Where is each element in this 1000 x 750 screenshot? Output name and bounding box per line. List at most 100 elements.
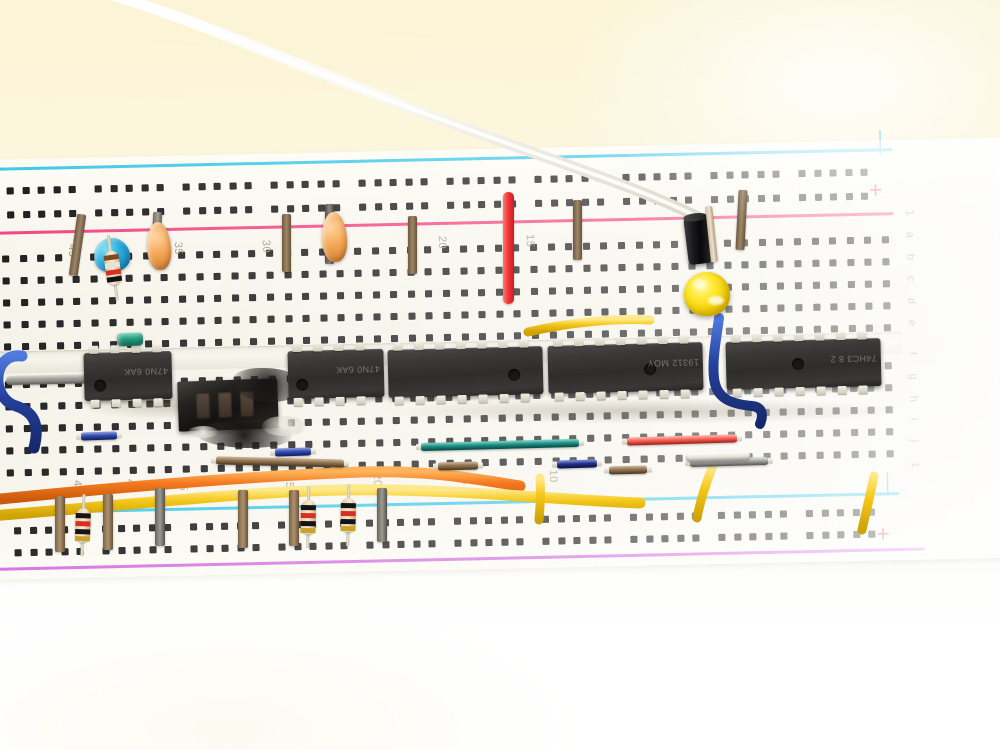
power-rail-hole[interactable]	[198, 207, 206, 215]
power-rail-hole[interactable]	[853, 530, 861, 539]
breadboard-hole[interactable]	[868, 428, 876, 436]
breadboard-hole[interactable]	[743, 327, 751, 335]
ic-dip16-c[interactable]: 74HC3 8 2	[725, 331, 882, 397]
breadboard-hole[interactable]	[636, 263, 644, 271]
power-rail-hole[interactable]	[830, 193, 838, 201]
breadboard-hole[interactable]	[867, 406, 876, 414]
power-rail-hole[interactable]	[462, 201, 470, 209]
breadboard-hole[interactable]	[340, 440, 348, 448]
power-rail-hole[interactable]	[133, 524, 141, 532]
breadboard-hole[interactable]	[76, 423, 84, 432]
power-rail-hole[interactable]	[68, 185, 77, 194]
power-rail-hole[interactable]	[501, 538, 509, 546]
breadboard-hole[interactable]	[337, 314, 345, 322]
lead-brown-2[interactable]	[282, 214, 291, 272]
breadboard-hole[interactable]	[249, 294, 257, 302]
breadboard-hole[interactable]	[373, 335, 381, 343]
breadboard-hole[interactable]	[37, 254, 45, 262]
breadboard-hole[interactable]	[777, 282, 785, 290]
power-rail-hole[interactable]	[141, 208, 150, 216]
breadboard-hole[interactable]	[777, 304, 785, 312]
breadboard-hole[interactable]	[147, 466, 155, 474]
power-rail-hole[interactable]	[29, 526, 37, 535]
breadboard-hole[interactable]	[516, 414, 524, 422]
breadboard-hole[interactable]	[864, 236, 872, 244]
breadboard-hole[interactable]	[657, 455, 665, 463]
ceramic-cap-green[interactable]	[116, 332, 144, 347]
power-rail-hole[interactable]	[45, 526, 53, 534]
breadboard-hole[interactable]	[565, 265, 573, 273]
breadboard-hole[interactable]	[494, 244, 502, 252]
breadboard-hole[interactable]	[125, 274, 133, 282]
lead-brown-bottom-2[interactable]	[103, 494, 113, 550]
dip-switch-lever[interactable]	[195, 392, 211, 420]
breadboard-hole[interactable]	[618, 285, 627, 294]
breadboard-hole[interactable]	[865, 280, 873, 288]
power-rail-hole[interactable]	[22, 186, 30, 195]
breadboard-hole[interactable]	[19, 255, 27, 263]
breadboard-hole[interactable]	[407, 290, 415, 298]
breadboard-hole[interactable]	[848, 302, 856, 311]
breadboard-hole[interactable]	[881, 236, 890, 244]
breadboard-hole[interactable]	[760, 326, 768, 335]
power-rail-hole[interactable]	[45, 548, 53, 556]
power-rail-hole[interactable]	[596, 174, 605, 182]
breadboard-hole[interactable]	[600, 264, 608, 272]
breadboard-hole[interactable]	[112, 467, 120, 475]
breadboard-hole[interactable]	[94, 467, 102, 475]
power-rail-hole[interactable]	[118, 546, 126, 555]
breadboard-hole[interactable]	[656, 411, 664, 419]
power-rail-hole[interactable]	[37, 186, 45, 194]
power-rail-hole[interactable]	[805, 509, 813, 518]
power-rail-hole[interactable]	[710, 195, 719, 204]
breadboard-hole[interactable]	[77, 467, 85, 475]
power-rail-hole[interactable]	[149, 546, 157, 554]
breadboard-hole[interactable]	[478, 289, 486, 297]
breadboard-hole[interactable]	[780, 408, 788, 416]
power-rail-hole[interactable]	[446, 177, 454, 185]
power-rail-hole[interactable]	[629, 513, 638, 521]
breadboard-hole[interactable]	[513, 288, 521, 296]
ic-dip8-left[interactable]: 47N0 6AK	[83, 344, 173, 408]
breadboard-hole[interactable]	[635, 241, 643, 249]
power-rail-hole[interactable]	[710, 171, 718, 180]
power-rail-hole[interactable]	[229, 182, 237, 190]
breadboard-hole[interactable]	[477, 267, 485, 275]
power-rail-hole[interactable]	[141, 184, 149, 192]
jumper-blue-dark[interactable]	[551, 459, 603, 469]
power-rail-hole[interactable]	[692, 512, 700, 520]
breadboard-hole[interactable]	[815, 429, 823, 437]
power-rail-hole[interactable]	[726, 171, 734, 179]
power-rail-hole[interactable]	[469, 517, 477, 525]
power-rail-hole[interactable]	[581, 198, 589, 206]
jumper-white-short[interactable]	[685, 451, 751, 462]
breadboard-hole[interactable]	[461, 311, 469, 319]
breadboard-hole[interactable]	[5, 425, 13, 433]
power-rail-hole[interactable]	[534, 175, 542, 183]
breadboard-hole[interactable]	[161, 295, 169, 304]
power-rail-hole[interactable]	[661, 513, 669, 521]
power-rail-hole[interactable]	[645, 535, 654, 543]
breadboard-hole[interactable]	[653, 241, 661, 249]
breadboard-hole[interactable]	[230, 250, 238, 258]
breadboard-hole[interactable]	[73, 297, 81, 306]
breadboard-hole[interactable]	[301, 270, 309, 279]
breadboard-hole[interactable]	[850, 428, 859, 437]
breadboard-hole[interactable]	[197, 317, 205, 325]
lead-brown-bottom-1[interactable]	[55, 496, 65, 552]
breadboard-hole[interactable]	[91, 297, 99, 305]
breadboard-hole[interactable]	[551, 413, 559, 421]
power-rail-hole[interactable]	[6, 187, 14, 195]
breadboard-hole[interactable]	[372, 269, 380, 277]
breadboard-hole[interactable]	[742, 283, 750, 291]
breadboard-hole[interactable]	[336, 270, 345, 278]
power-rail-hole[interactable]	[806, 531, 814, 540]
power-rail-hole[interactable]	[95, 209, 103, 217]
breadboard-hole[interactable]	[94, 445, 102, 453]
power-rail-hole[interactable]	[22, 210, 30, 219]
breadboard-hole[interactable]	[830, 303, 838, 311]
power-rail-hole[interactable]	[252, 522, 260, 530]
power-rail-hole[interactable]	[845, 193, 853, 201]
breadboard-hole[interactable]	[727, 409, 735, 417]
lead-brown-3[interactable]	[408, 216, 417, 274]
